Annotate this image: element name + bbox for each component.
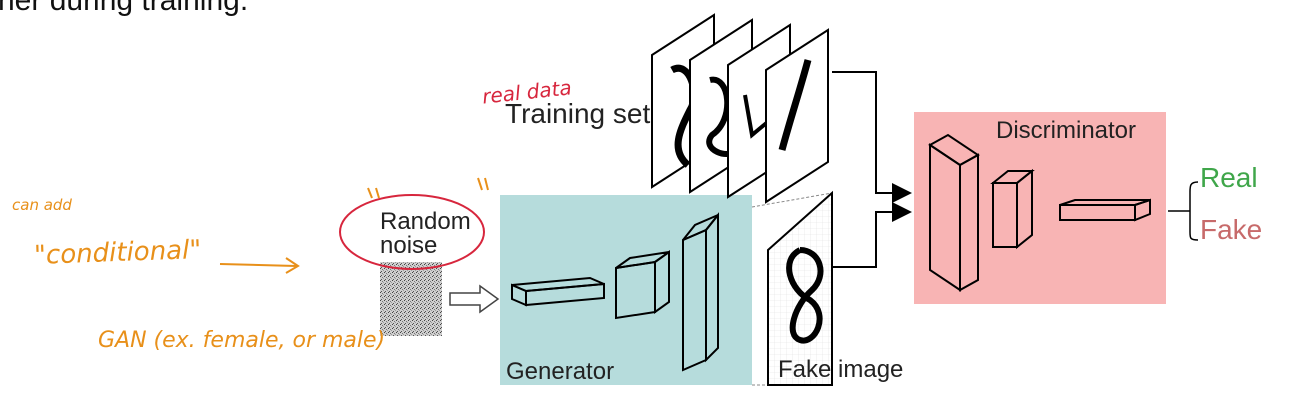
discriminator-box: [914, 112, 1166, 304]
annotation-can-add: can add: [12, 196, 72, 214]
fake-image: [751, 190, 833, 386]
discriminator-label: Discriminator: [996, 117, 1137, 144]
noise-arrow-icon: [449, 284, 500, 314]
training-set-stack: [651, 13, 829, 204]
noise-texture-icon: [380, 262, 442, 336]
random-noise-label-line2: noise: [380, 232, 438, 259]
fake-image-label: Fake image: [778, 356, 904, 383]
annotation-quote-marks: [367, 177, 489, 199]
input-connectors: [832, 71, 912, 268]
generator-layers: [511, 212, 719, 372]
training-set-label: Training set: [505, 98, 651, 129]
annotation-arrow-icon: [219, 257, 300, 274]
output-fake-label: Fake: [1200, 214, 1263, 245]
random-noise-label-line1: Random: [380, 208, 471, 235]
generator-label: Generator: [506, 358, 615, 385]
discriminator-layers: [928, 133, 1151, 292]
annotation-circle: [339, 194, 485, 270]
annotation-conditional: "conditional": [33, 235, 202, 271]
output-bracket: [1168, 181, 1199, 241]
header-fragment: ner during training.: [0, 0, 249, 17]
annotation-gan-example: GAN (ex. female, or male): [98, 328, 386, 353]
output-real-label: Real: [1200, 162, 1258, 193]
